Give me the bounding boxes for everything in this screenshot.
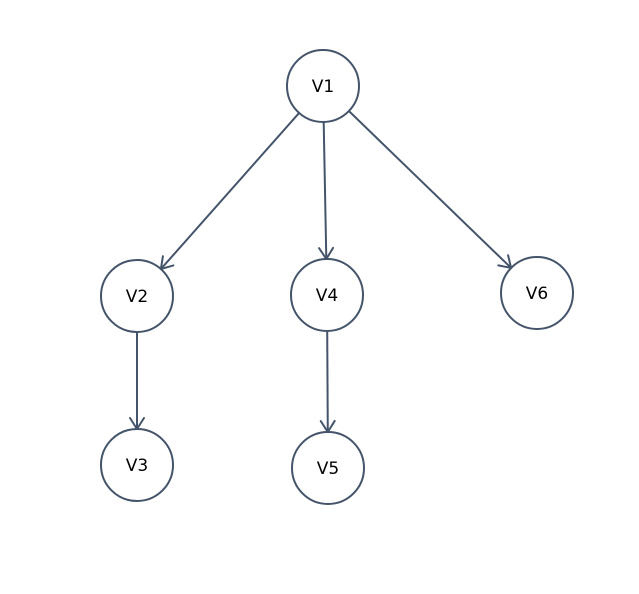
edge-line <box>348 110 512 269</box>
node-circle <box>100 428 174 502</box>
edge-line <box>322 121 328 260</box>
node-circle <box>500 256 574 330</box>
node-circle <box>291 431 365 505</box>
node-circle <box>100 259 174 333</box>
edge-v2-to-v3 <box>129 332 145 430</box>
edges-layer <box>129 110 513 434</box>
node-v3: V3 <box>100 428 174 502</box>
edge-v1-to-v4 <box>318 121 335 261</box>
edge-line <box>160 112 300 270</box>
node-label: V3 <box>126 456 148 476</box>
node-label: V4 <box>316 286 338 306</box>
node-label: V6 <box>526 284 548 304</box>
node-circle <box>290 258 364 332</box>
node-v2: V2 <box>100 259 174 333</box>
node-label: V5 <box>317 459 339 479</box>
edge-v4-to-v5 <box>319 330 336 434</box>
edge-line <box>326 330 329 433</box>
node-v1: V1 <box>286 49 360 123</box>
edge-v1-to-v2 <box>159 112 300 271</box>
node-v4: V4 <box>290 258 364 332</box>
node-label: V2 <box>126 287 148 307</box>
node-v6: V6 <box>500 256 574 330</box>
node-v5: V5 <box>291 431 365 505</box>
node-label: V1 <box>312 77 334 97</box>
edge-v1-to-v6 <box>348 110 513 269</box>
node-circle <box>286 49 360 123</box>
